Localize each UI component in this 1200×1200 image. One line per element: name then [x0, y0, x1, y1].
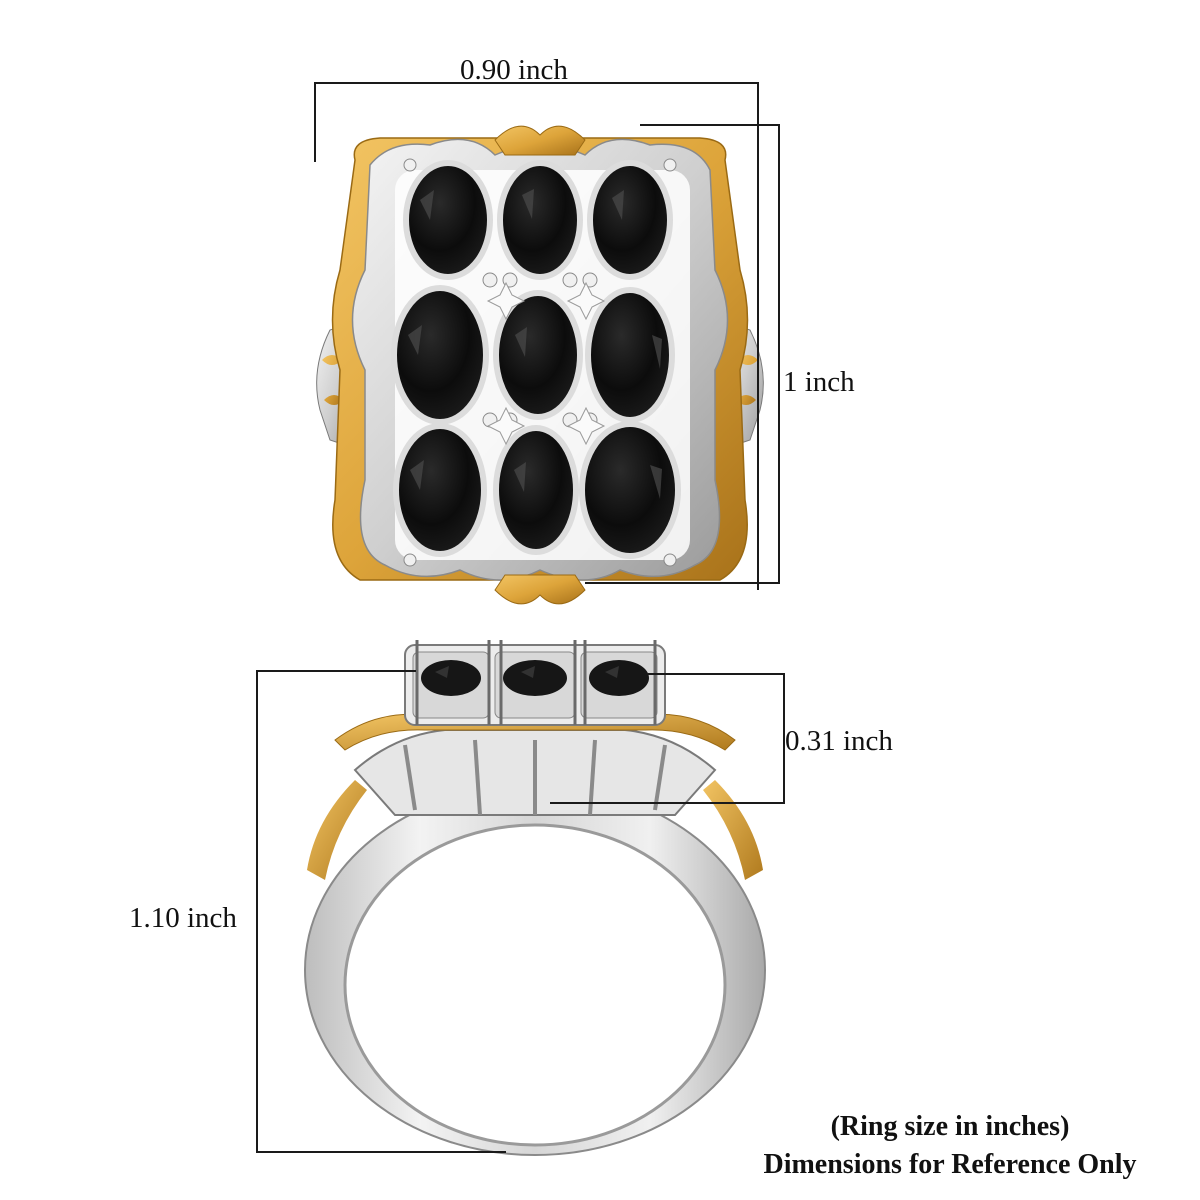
ring-top-view-illustration [316, 125, 764, 605]
width-dimension-right-line [757, 82, 759, 590]
dimensions-disclaimer: Dimensions for Reference Only [763, 1149, 1137, 1180]
length-dimension-right-line [778, 124, 780, 584]
ring-side-view-illustration [304, 640, 766, 1156]
ring-side-view [295, 640, 775, 1160]
setting-height-bottom-line [550, 802, 785, 804]
width-label: 0.90 inch [460, 54, 568, 86]
length-label: 1 inch [783, 366, 855, 398]
setting-height-right-line [783, 673, 785, 804]
ring-size-note: (Ring size in inches) [830, 1111, 1070, 1142]
height-label: 1.10 inch [129, 902, 237, 934]
setting-height-top-line [648, 673, 785, 675]
length-dimension-bottom-line [585, 582, 780, 584]
setting-height-label: 0.31 inch [785, 725, 893, 757]
width-dimension-left-line [314, 82, 316, 162]
stone-grid [391, 160, 681, 559]
ring-top-view [300, 120, 780, 610]
height-dimension-top-line [256, 670, 416, 672]
width-dimension-top-line [315, 82, 759, 84]
length-dimension-top-line [640, 124, 780, 126]
height-dimension-bottom-line [256, 1151, 506, 1153]
height-dimension-left-line [256, 670, 258, 1153]
